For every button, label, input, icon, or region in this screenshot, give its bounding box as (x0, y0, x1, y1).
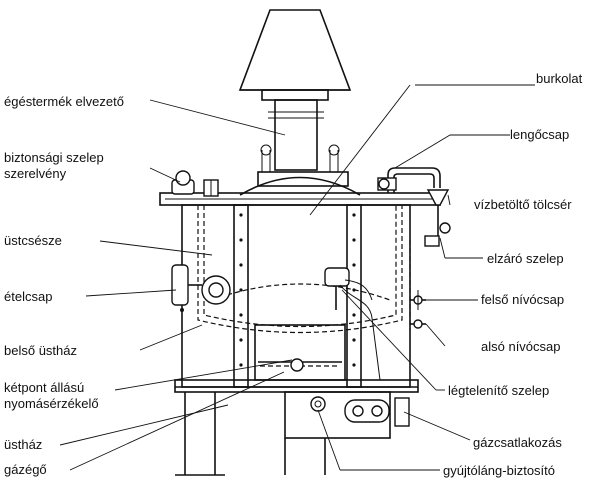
top-flange (159, 192, 441, 206)
flue-hood (238, 9, 352, 101)
swing-tap (377, 167, 451, 247)
kettle-lid (239, 144, 361, 196)
level-taps (409, 240, 426, 330)
inner-frame (233, 204, 362, 388)
label-egestermek-elvezeto: égéstermék elvezető (4, 94, 124, 109)
gas-module (284, 391, 410, 475)
base-legs (175, 392, 225, 476)
label-ketpont-1: kétpont állású (4, 380, 85, 395)
frame-rivets (239, 213, 356, 367)
pressure-sensor (324, 267, 381, 381)
label-biztonsagi-szelep-1: biztonsági szelep (4, 150, 104, 165)
label-gazego: gázégő (4, 462, 47, 477)
leader-lines (59, 84, 535, 471)
label-burkolat: burkolat (536, 71, 583, 86)
label-gyujtolang-biztosito: gyújtóláng-biztosító (443, 463, 556, 478)
label-biztonsagi-szelep-2: szerelvény (4, 166, 67, 181)
label-lengocsap: lengőcsap (510, 127, 570, 142)
label-vizbetolto-tolcser: vízbetöltő tölcsér (474, 197, 572, 212)
label-also-nivocsap: alsó nívócsap (481, 339, 561, 354)
label-ketpont-2: nyomásérzékelő (4, 396, 99, 411)
label-legtelenito-szelep: légtelenítő szelep (448, 383, 550, 398)
label-usthaz: üstház (4, 437, 43, 452)
outlet-tap (171, 264, 231, 312)
label-belso-usthaz: belső üstház (4, 343, 77, 358)
label-elzaro-szelep: elzáró szelep (487, 251, 564, 266)
flue-pipe (268, 99, 324, 171)
inner-bowl (197, 205, 403, 334)
label-etelcsap: ételcsap (4, 289, 53, 304)
label-felso-nivocsap: felső nívócsap (481, 292, 565, 307)
safety-valve (171, 170, 219, 197)
label-gazcsatlakozas: gázcsatlakozás (473, 435, 562, 450)
burner-chamber (254, 324, 346, 381)
label-ustcsesze: üstcsésze (4, 233, 62, 248)
